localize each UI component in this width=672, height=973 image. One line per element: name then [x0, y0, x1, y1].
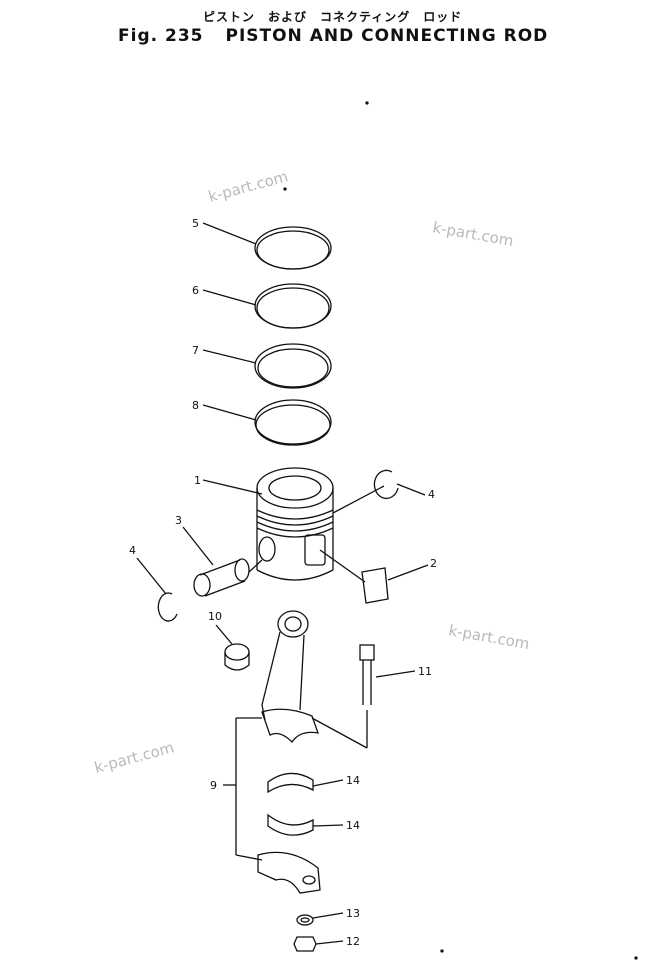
snap-ring-left — [136, 557, 178, 622]
callout-13: 13 — [346, 907, 360, 920]
watermark: k-part.com — [447, 621, 531, 653]
bearing-upper — [267, 772, 344, 794]
callout-3: 3 — [175, 514, 182, 527]
callout-6: 6 — [192, 284, 199, 297]
callout-12: 12 — [346, 935, 360, 948]
piston-ring-6 — [202, 283, 332, 329]
figure-caption: PISTON AND CONNECTING ROD — [225, 26, 549, 46]
piston — [202, 467, 334, 581]
piston-ring-8 — [202, 399, 332, 446]
bushing — [215, 624, 250, 671]
bearing-lower — [267, 813, 344, 836]
connecting-rod — [261, 610, 319, 744]
figure-number: Fig. 235 — [118, 26, 204, 46]
watermark: k-part.com — [206, 167, 290, 206]
watermark: k-part.com — [92, 738, 176, 777]
washer — [296, 912, 344, 926]
callout-14-upper: 14 — [346, 774, 360, 787]
figure-title: Fig. 235 PISTON AND CONNECTING ROD — [118, 26, 548, 46]
rod-cap — [257, 851, 321, 894]
callout-4-right: 4 — [428, 488, 435, 501]
nut — [293, 936, 344, 952]
japanese-title: ピストン および コネクティング ロッド — [203, 10, 463, 24]
callout-10: 10 — [208, 610, 222, 623]
piston-ring-7 — [202, 343, 332, 389]
callout-8: 8 — [192, 399, 199, 412]
callout-2: 2 — [430, 557, 437, 570]
callout-7: 7 — [192, 344, 199, 357]
rod-assembly-bracket — [223, 710, 368, 861]
plate — [319, 549, 429, 604]
callout-11: 11 — [418, 665, 432, 678]
snap-ring-right — [332, 469, 426, 514]
piston-pin — [182, 526, 263, 597]
callout-1: 1 — [194, 474, 201, 487]
callout-4-left: 4 — [129, 544, 136, 557]
watermark: k-part.com — [431, 218, 515, 250]
callout-14-lower: 14 — [346, 819, 360, 832]
callout-9: 9 — [210, 779, 217, 792]
callout-5: 5 — [192, 217, 199, 230]
piston-ring-5 — [202, 222, 332, 270]
connecting-rod-bolt — [359, 644, 416, 705]
